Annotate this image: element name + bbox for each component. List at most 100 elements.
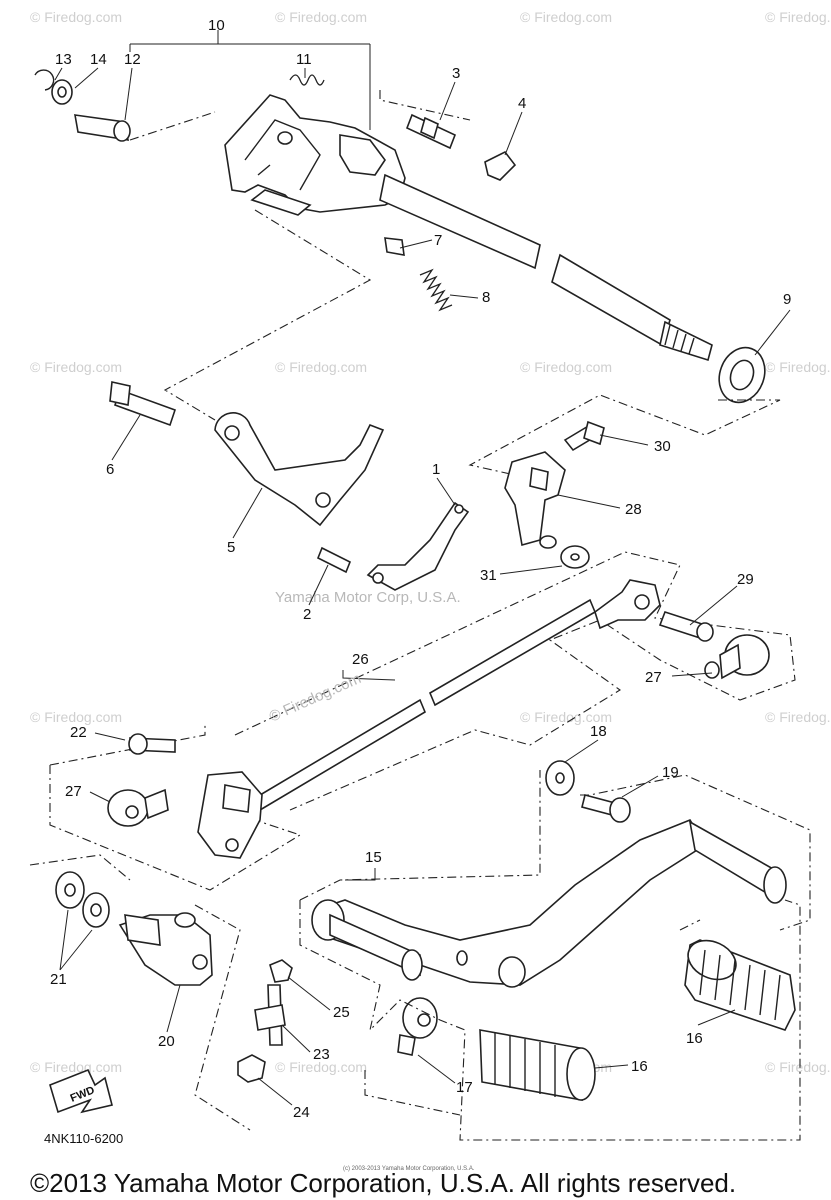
- callout-18: 18: [590, 723, 607, 740]
- arm-5-hole: [315, 492, 331, 508]
- shift-arm-hole: [277, 131, 293, 145]
- callout-25: 25: [333, 1004, 350, 1021]
- callout-21: 21: [50, 971, 67, 988]
- shift-arm-parts: [109, 381, 605, 591]
- leader-line: [449, 294, 479, 299]
- callout-9: 9: [783, 291, 791, 308]
- spring-8: [419, 268, 453, 312]
- arm-28-pin: [539, 535, 557, 549]
- joint-17-hole: [417, 1013, 431, 1027]
- callout-16-right: 16: [686, 1030, 703, 1047]
- joint-27-right-neck: [719, 643, 741, 680]
- leader-line: [621, 775, 659, 798]
- watermark: © Firedog.com: [520, 359, 612, 375]
- watermark: © Firedog.com: [30, 709, 122, 725]
- shift-rod-right: [428, 598, 597, 707]
- leader-line: [281, 1024, 311, 1053]
- dash-line: [234, 551, 796, 811]
- callout-16-lower: 16: [631, 1058, 648, 1075]
- leader-line: [754, 309, 791, 356]
- leader-line: [111, 414, 141, 461]
- fine-print: (c) 2003-2013 Yamaha Motor Corporation, …: [343, 1166, 475, 1172]
- callout-13: 13: [55, 51, 72, 68]
- bracket-1-hole: [454, 504, 464, 514]
- plate-4: [484, 150, 517, 181]
- dash-line: [163, 209, 372, 421]
- stud-bolt-3-nut: [420, 116, 439, 140]
- callout-2: 2: [303, 606, 311, 623]
- callout-17: 17: [456, 1079, 473, 1096]
- leader-line: [59, 909, 93, 971]
- leader-line: [89, 791, 111, 803]
- pedal-assembly: [29, 760, 811, 1141]
- shift-arm-28: [504, 451, 566, 547]
- bolt-22-head: [128, 733, 148, 755]
- arm-20-boss: [174, 912, 196, 928]
- callout-28: 28: [625, 501, 642, 518]
- callout-19: 19: [662, 764, 679, 781]
- leader-line: [54, 67, 63, 81]
- watermark: © Firedog.com: [275, 359, 367, 375]
- rod-end-right-hole: [634, 594, 650, 610]
- spline-lines: [664, 324, 695, 355]
- oil-seal-inner: [729, 359, 755, 391]
- washer-31-hole: [570, 553, 580, 561]
- footpeg-rubber-lower-ribs: [494, 1033, 556, 1097]
- washer-21b-hole: [90, 903, 102, 917]
- copyright-notice: ©2013 Yamaha Motor Corporation, U.S.A. A…: [30, 1168, 736, 1198]
- arm-20-hole: [192, 954, 208, 970]
- callout-30: 30: [654, 438, 671, 455]
- dash-line: [379, 90, 471, 121]
- callout-11: 11: [296, 51, 312, 68]
- leader-line: [124, 67, 133, 121]
- callout-15: 15: [365, 849, 382, 866]
- leader-line: [689, 585, 738, 626]
- dash-line: [49, 722, 302, 891]
- leader-line: [308, 564, 329, 606]
- callout-31: 31: [480, 567, 497, 584]
- dash-line: [364, 1070, 461, 1116]
- shift-shaft-splines: [659, 320, 713, 362]
- callout-4: 4: [518, 95, 526, 112]
- footpeg-rubber-right-ribs: [699, 949, 781, 1021]
- fwd-arrow: FWD: [49, 1068, 113, 1114]
- watermark: © Firedog.com: [765, 359, 831, 375]
- shift-rod-assembly: [49, 551, 796, 891]
- rod-arm-left-spline: [222, 784, 251, 813]
- leader-lines: [54, 67, 791, 1106]
- watermark: © Firedog.com: [520, 709, 612, 725]
- shaft-pin: [250, 189, 312, 216]
- bolt-23-nut: [254, 1004, 286, 1031]
- leader-line: [74, 67, 99, 89]
- shift-arm-detail: [244, 119, 321, 191]
- joint-27-left-neck: [144, 788, 169, 820]
- callouts: 10 13 14 12 11 3 4 7 8 9 6 5 1 2 30 28 3…: [50, 17, 791, 1121]
- leader-line: [557, 494, 621, 509]
- watermark: © Firedog.com: [275, 9, 367, 25]
- bolt-30-head: [583, 420, 605, 446]
- callout-8: 8: [482, 289, 490, 306]
- callout-27-left: 27: [65, 783, 82, 800]
- bolt-7: [384, 237, 405, 256]
- callout-24: 24: [293, 1104, 310, 1121]
- leader-line: [439, 81, 456, 121]
- footpeg-rubber-right-end: [687, 939, 737, 981]
- callout-23: 23: [313, 1046, 330, 1063]
- nut-24: [237, 1054, 266, 1083]
- leader-line: [232, 487, 263, 539]
- watermark: © Firedog.com: [765, 9, 831, 25]
- watermark: © Firedog.com: [765, 709, 831, 725]
- pedal-hole: [456, 950, 468, 966]
- screw-2: [316, 546, 352, 574]
- dash-line: [468, 394, 781, 476]
- dash-line: [29, 854, 251, 1131]
- washer-21a-hole: [64, 883, 76, 897]
- arm-20-spline: [124, 914, 161, 946]
- leader-line: [399, 239, 433, 249]
- arm-28-spline: [529, 467, 549, 491]
- callout-5: 5: [227, 539, 235, 556]
- bracket-10: [129, 30, 371, 130]
- joint-27-left-hole: [125, 805, 139, 819]
- pedal-peg-end: [763, 866, 787, 904]
- washer-18-hole: [555, 772, 565, 784]
